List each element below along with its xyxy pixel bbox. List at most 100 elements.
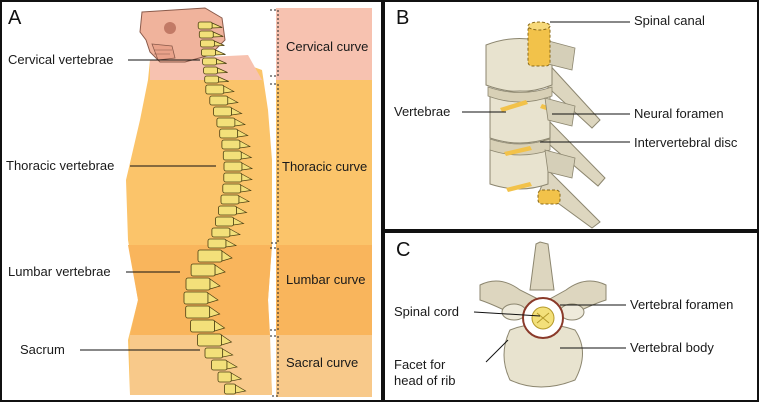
- spinous-process: [214, 40, 225, 47]
- vertebra-body: [220, 194, 240, 205]
- spinous-process: [209, 306, 221, 318]
- spinous-process: [221, 250, 233, 262]
- spinous-process: [212, 31, 224, 38]
- vertebra-body: [185, 305, 211, 319]
- vertebra-body: [199, 39, 215, 48]
- vertebra-body: [211, 227, 231, 238]
- label-lumbar-vertebrae: Lumbar vertebrae: [8, 264, 111, 279]
- vertebra-body: [185, 277, 211, 291]
- label-thoracic-vertebrae: Thoracic vertebrae: [6, 158, 114, 173]
- leader-spinal-cord: [473, 311, 541, 317]
- spinous-process: [229, 228, 241, 237]
- label-intervertebral-disc: Intervertebral disc: [634, 135, 738, 150]
- vertebra-body: [197, 249, 223, 263]
- vertebra-body: [219, 128, 239, 139]
- vertebra-body: [211, 359, 228, 371]
- vertebra-body: [216, 117, 236, 128]
- vertebra-body: [218, 205, 237, 216]
- vertebra-body: [222, 183, 242, 194]
- spinous-process: [241, 173, 253, 182]
- vertebra-body: [222, 150, 242, 161]
- spinous-process: [218, 76, 229, 83]
- panel-a-letter: A: [8, 7, 22, 29]
- spinous-process: [211, 22, 223, 29]
- vertebra-body: [205, 84, 225, 95]
- vertebra-body: [183, 291, 209, 305]
- spinous-process: [216, 58, 227, 65]
- spinous-process: [237, 129, 249, 138]
- panel-c: C Spinal cord Vertebral foramen Vertebra…: [383, 231, 759, 402]
- vertebra-body: [213, 106, 233, 117]
- label-sacrum: Sacrum: [20, 342, 65, 357]
- spinous-process: [233, 217, 245, 226]
- vertebra-body: [203, 66, 219, 75]
- spinous-process: [235, 384, 247, 394]
- panel-b-letter: B: [396, 7, 409, 29]
- vertebra-body: [207, 238, 227, 249]
- label-lumbar-curve: Lumbar curve: [286, 272, 365, 287]
- label-cervical-vertebrae: Cervical vertebrae: [8, 52, 114, 67]
- spinous-process: [214, 264, 226, 276]
- cervical-curve-bracket: [270, 9, 279, 77]
- spinous-process: [215, 49, 226, 56]
- sacral-region-band: [276, 335, 372, 397]
- vertebra-body: [217, 371, 232, 383]
- spinous-process: [214, 320, 226, 332]
- vertebra-body: [197, 21, 213, 30]
- vertebra-body: [190, 319, 216, 333]
- spinous-process: [231, 107, 243, 116]
- spinous-process: [241, 162, 254, 171]
- skull-icon: [139, 7, 226, 63]
- thoracic-region-band: [276, 80, 372, 245]
- panel-c-letter: C: [396, 239, 410, 261]
- label-facet-line-2: head of rib: [394, 373, 455, 388]
- leader-facet-head-of-rib: [485, 339, 509, 363]
- vertebra-body: [215, 216, 234, 227]
- spinous-process: [226, 360, 238, 370]
- vertebra-body: [190, 263, 216, 277]
- panel-b: B: [383, 0, 759, 231]
- label-spinal-cord: Spinal cord: [394, 304, 459, 319]
- label-vertebrae: Vertebrae: [394, 104, 450, 119]
- label-spinal-canal: Spinal canal: [634, 13, 705, 28]
- vertebra-body: [197, 333, 222, 347]
- vertebra-body: [204, 75, 220, 84]
- label-facet-line-1: Facet for: [394, 357, 446, 372]
- vertebra-body: [224, 383, 237, 395]
- label-neural-foramen: Neural foramen: [634, 106, 724, 121]
- label-cervical-curve: Cervical curve: [286, 39, 368, 54]
- panel-a: A Cervical vertebrae Thoracic vertebrae: [0, 0, 383, 402]
- sacral-curve-bracket: [270, 335, 279, 397]
- spinous-process: [221, 334, 233, 346]
- label-vertebral-foramen: Vertebral foramen: [630, 297, 733, 312]
- thoracic-curve-bracket: [270, 83, 279, 244]
- spinous-process: [227, 96, 239, 105]
- vertebra-body: [223, 172, 243, 183]
- label-vertebral-body: Vertebral body: [630, 340, 714, 355]
- vertebra-body: [221, 139, 241, 150]
- label-sacral-curve: Sacral curve: [286, 355, 358, 370]
- spinous-process: [225, 239, 238, 248]
- spinous-process: [238, 195, 251, 204]
- spinous-process: [240, 184, 252, 193]
- spinous-process: [230, 372, 243, 382]
- vertebra-body: [202, 57, 218, 66]
- spinous-process: [209, 278, 221, 290]
- vertebra-body: [204, 347, 224, 359]
- spinous-process: [222, 348, 234, 358]
- vertebra-body: [198, 30, 214, 39]
- spinous-process: [223, 85, 235, 94]
- spinous-process: [217, 67, 228, 74]
- spinous-process: [239, 140, 251, 149]
- vertebral-stack-illustration: [485, 21, 606, 229]
- lumbar-curve-bracket: [270, 247, 279, 331]
- vertebra-top-view-illustration: [479, 241, 607, 388]
- spinous-process: [240, 151, 253, 160]
- cervical-region-band: [276, 8, 372, 80]
- spine-column: [183, 21, 254, 395]
- vertebra-body: [201, 48, 216, 57]
- vertebra-body: [209, 95, 229, 106]
- spinous-process: [234, 118, 246, 127]
- vertebra-body: [223, 161, 243, 172]
